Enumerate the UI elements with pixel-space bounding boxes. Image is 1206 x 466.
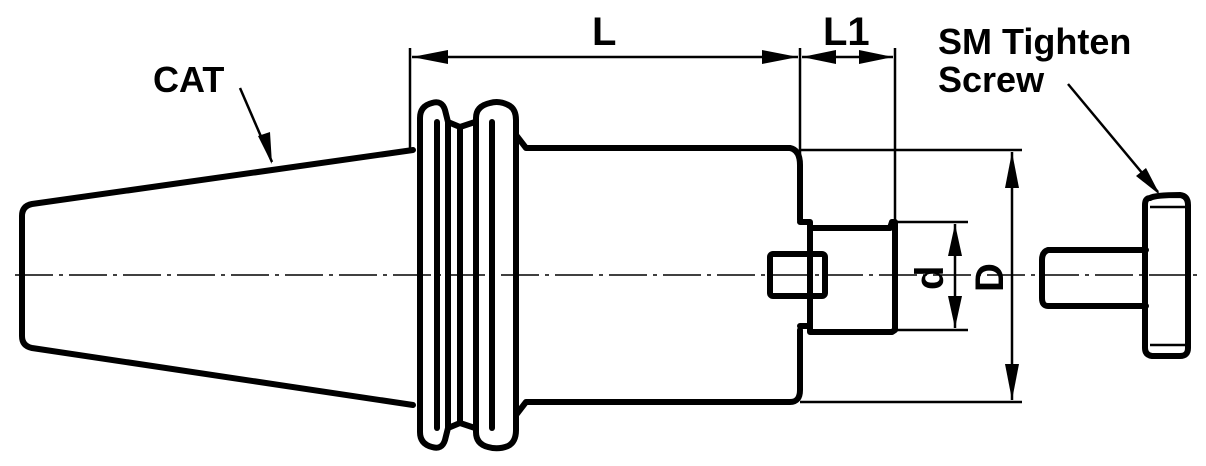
arrowhead xyxy=(948,224,962,256)
label-screw-line1: SM Tighten xyxy=(938,21,1131,62)
label-l1: L1 xyxy=(823,10,870,54)
cat-taper xyxy=(19,147,416,408)
label-bore-diameter: d xyxy=(908,266,952,290)
tighten-screw-head xyxy=(1142,192,1191,359)
label-l: L xyxy=(592,10,616,54)
arrowhead xyxy=(859,50,893,64)
arrowhead xyxy=(762,50,798,64)
label-body-diameter: D xyxy=(968,263,1012,292)
label-screw-line2: Screw xyxy=(938,59,1045,100)
arrowhead xyxy=(1005,152,1019,188)
shank-bore xyxy=(797,219,898,335)
set-screw xyxy=(767,251,828,299)
flange-ring-1 xyxy=(417,99,451,451)
arrowhead xyxy=(802,50,836,64)
arrowhead xyxy=(412,50,448,64)
flange-ring-2 xyxy=(473,99,519,452)
arrowhead xyxy=(258,132,272,164)
arrowhead xyxy=(948,296,962,328)
arrowhead xyxy=(1136,168,1160,195)
label-cat: CAT xyxy=(153,59,224,100)
tighten-screw xyxy=(1039,247,1149,309)
arrowhead xyxy=(1005,364,1019,400)
